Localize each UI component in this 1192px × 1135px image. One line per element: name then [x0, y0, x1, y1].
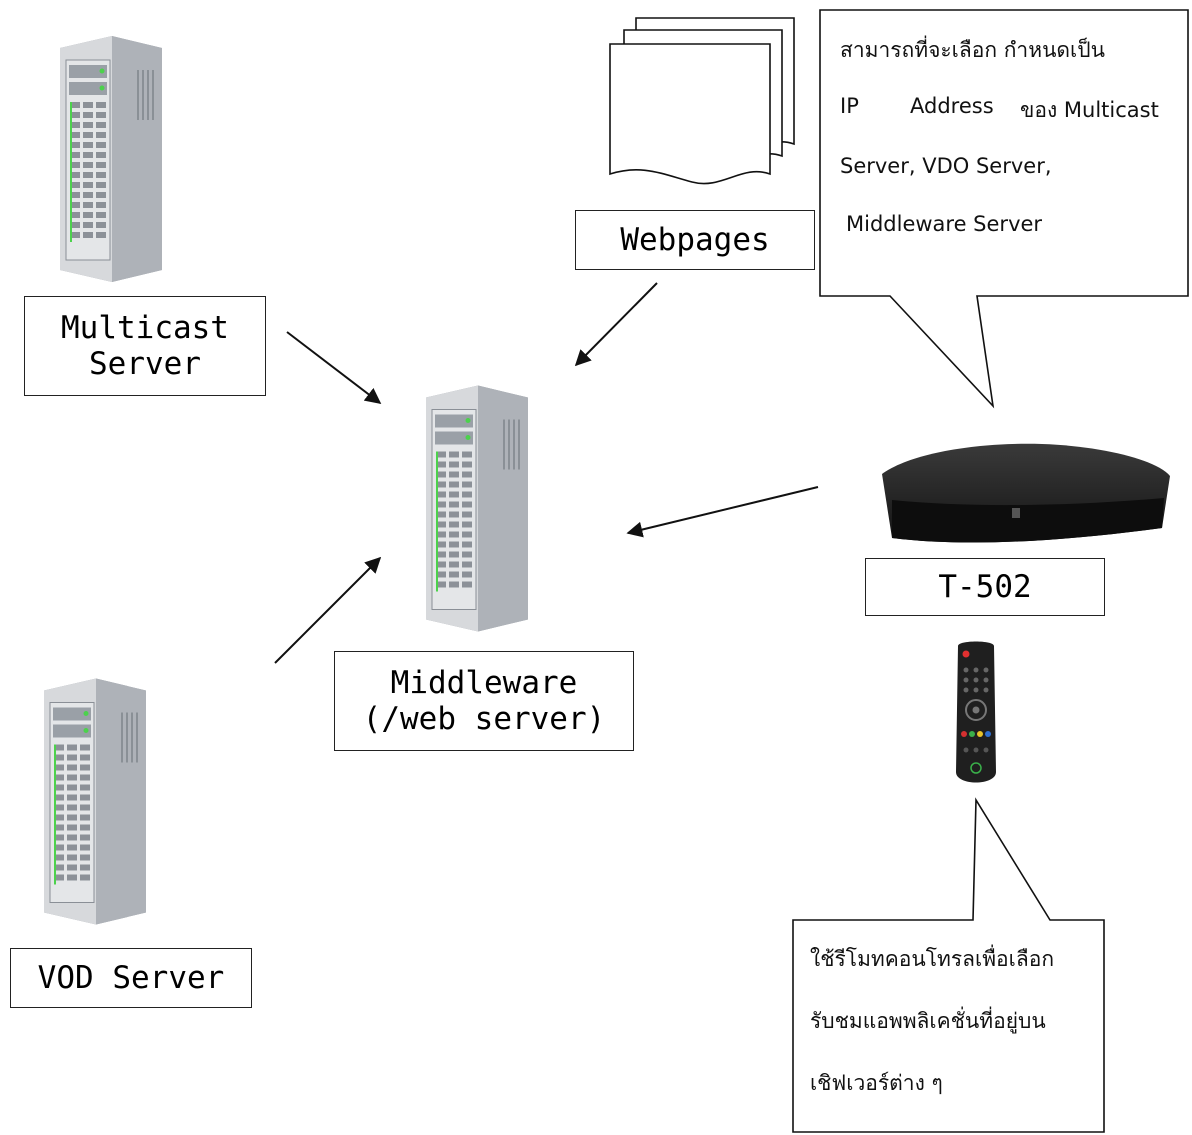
callout-top-line-2b: Address: [910, 94, 994, 118]
callout-top-line-4: Middleware Server: [846, 212, 1043, 236]
middleware-server-icon: [426, 385, 528, 632]
callout-bottom-line-1: ใช้รีโมทคอนโทรลเพื่อเลือก: [810, 947, 1055, 971]
vod-server-icon: [44, 678, 146, 925]
callout-top-line-2a: IP: [840, 94, 859, 118]
webpages-icon: [609, 17, 795, 185]
arrow-multicast-to-middleware: [286, 331, 382, 404]
callout-top-line-2c: ของ Multicast: [1020, 98, 1159, 122]
webpages-label: Webpages: [575, 210, 815, 270]
vod-server-label: VOD Server: [10, 948, 252, 1008]
callout-bottom-line-2: รับชมแอพพลิเคชั่นที่อยู่บน: [810, 1009, 1046, 1033]
callout-bottom-line-3: เชิฟเวอร์ต่าง ๆ: [810, 1071, 943, 1095]
set-top-box-icon: [882, 443, 1170, 543]
middleware-label: Middleware (/web server): [334, 651, 634, 751]
multicast-server-icon: [60, 36, 162, 282]
remote-control-icon: [956, 641, 996, 783]
t502-label: T-502: [865, 558, 1105, 616]
arrow-webpages-to-middleware: [574, 282, 658, 367]
multicast-server-label: Multicast Server: [24, 296, 266, 396]
callout-top-shape: [819, 9, 1189, 409]
callout-top-line-3: Server, VDO Server,: [840, 154, 1052, 178]
callout-top-line-1: สามารถที่จะเลือก กำหนดเป็น: [840, 38, 1105, 62]
arrow-vod-to-middleware: [274, 556, 382, 664]
arrow-stb-to-middleware: [626, 486, 819, 538]
callout-bottom-shape: [792, 797, 1105, 1133]
